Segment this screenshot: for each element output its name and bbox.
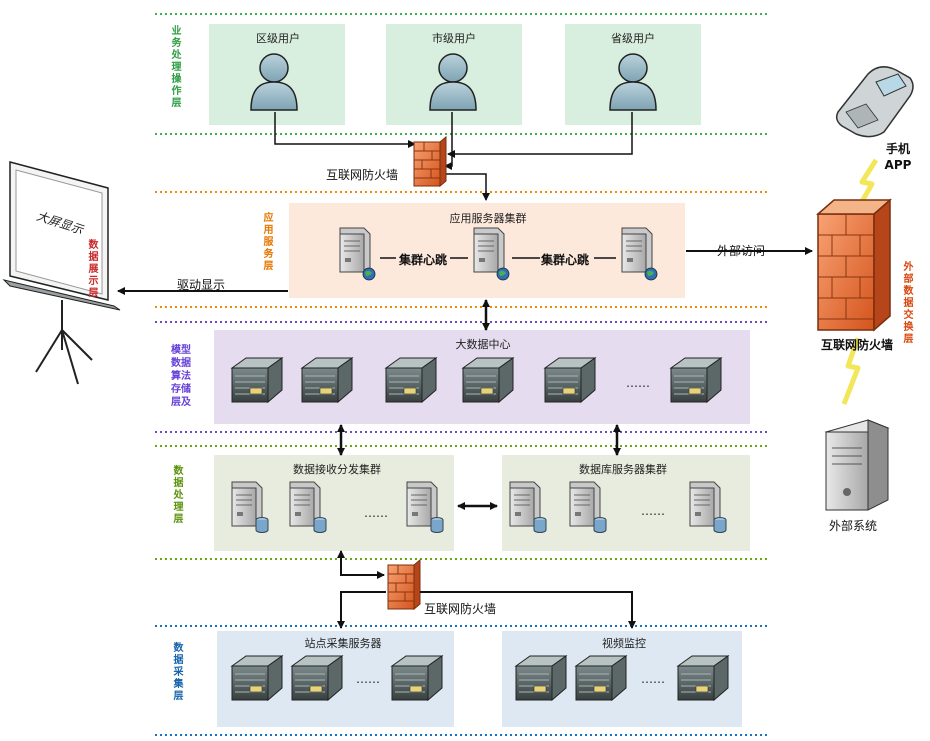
rack-server-icon [291,655,343,701]
site-collect-ellipsis: …… [356,672,380,686]
server-icon [339,227,371,273]
database-icon [430,517,444,533]
rack-server-icon [231,357,283,403]
phone-label: 手机 [885,142,910,156]
top-firewall-label: 互联网防火墙 [326,168,399,182]
layer-label-data-display: 数据展示层 [88,240,99,299]
layer-label-external-exchange: 外部数据交换层 [903,262,914,345]
layer-label-model-storage: 模型数据算法存储层及 [171,345,191,408]
firewall-site-link [337,591,386,629]
user-label-province: 省级用户 [611,32,655,45]
db-cluster-title: 数据库服务器集群 [579,463,667,476]
database-icon [593,517,607,533]
rack-server-icon [462,357,514,403]
external-firewall-icon [816,198,892,332]
mobile-phone-icon [835,66,914,138]
rack-server-icon [515,655,567,701]
globe-icon [644,267,658,281]
video-title: 视频监控 [602,637,646,650]
db-cluster-ellipsis: …… [641,504,665,518]
server-icon [621,227,653,273]
rack-server-icon [677,655,729,701]
site-collect-title: 站点采集服务器 [304,637,382,650]
database-icon [713,517,727,533]
bigdata-ellipsis: …… [626,376,650,390]
wireless-link-bottom [841,337,861,405]
firewall-icon [387,559,421,610]
province-to-firewall-connector [447,112,633,158]
projector-screen-icon [2,161,121,385]
rack-server-icon [670,357,722,403]
city-to-firewall-connector [444,112,453,170]
app-label: APP [884,158,912,172]
drive-display-label: 驱动显示 [177,278,226,292]
app-cluster-title: 应用服务器集群 [449,212,527,225]
layer-label-app-service: 应用服务层 [263,213,274,272]
rack-server-icon [575,655,627,701]
layer-label-data-processing: 数据处理层 [173,466,184,525]
external-system-server-icon [824,419,890,511]
external-system-label: 外部系统 [828,519,877,533]
firewall-video-link [420,591,636,629]
bigdata-title: 大数据中心 [455,338,511,351]
rack-server-icon [301,357,353,403]
lower-firewall-label: 互联网防火墙 [424,602,497,616]
recv-cluster-ellipsis: …… [364,506,388,520]
globe-icon [496,267,510,281]
recv-cluster-title: 数据接收分发集群 [293,463,381,476]
user-label-district: 区级用户 [256,32,300,45]
database-icon [313,517,327,533]
rack-server-icon [391,655,443,701]
rack-server-icon [544,357,596,403]
firewall-to-app-connector [444,173,490,201]
video-ellipsis: …… [641,672,665,686]
server-icon [473,227,505,273]
user-label-city: 市级用户 [432,32,476,45]
recv-firewall-link [337,550,385,579]
database-icon [255,517,269,533]
firewall-icon [413,136,447,187]
database-icon [533,517,547,533]
layer-label-data-collection: 数据采集层 [173,643,184,702]
district-to-firewall-connector [274,112,416,148]
heartbeat-label-right: 集群心跳 [541,253,590,267]
rack-server-icon [385,357,437,403]
rack-server-icon [231,655,283,701]
external-firewall-label: 互联网防火墙 [820,338,893,352]
wireless-link-top [853,158,879,214]
external-access-label: 外部访问 [717,244,766,258]
layer-label-business: 业务处理操作层 [171,26,182,109]
globe-icon [362,267,376,281]
heartbeat-label-left: 集群心跳 [399,253,448,267]
